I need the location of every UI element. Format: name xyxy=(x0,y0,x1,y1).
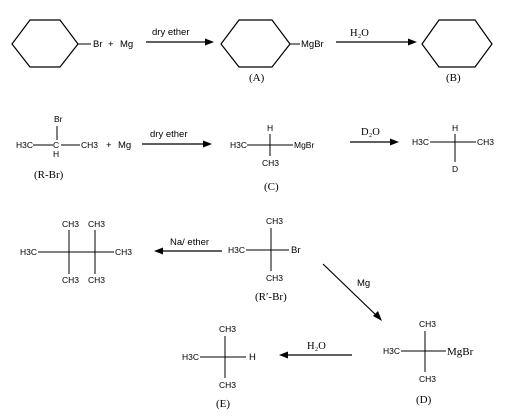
plus-sign: + xyxy=(108,39,114,50)
arrowhead-5 xyxy=(154,247,163,255)
arrow-label-d2o: D₂O xyxy=(361,127,380,138)
arrowhead-6 xyxy=(373,311,382,321)
final-h3c-label: H3C xyxy=(412,137,429,147)
dimer-h3c-label: H3C xyxy=(20,247,37,257)
c-h-label: H xyxy=(267,123,273,133)
compound-e-label: (E) xyxy=(216,398,230,410)
compound-b-label: (B) xyxy=(446,72,461,84)
e-ch3-bottom: CH3 xyxy=(219,380,236,390)
dimer-ch3-top-right: CH3 xyxy=(88,219,105,229)
arrow-label-dry-ether-1: dry ether xyxy=(152,27,190,38)
r-br-br-label: Br xyxy=(54,114,63,124)
dimer-ch3-right: CH3 xyxy=(115,247,132,257)
r-br-c-label: C xyxy=(53,140,59,150)
c-ch3-label: CH3 xyxy=(262,158,279,168)
reaction-3: CH3 CH3 H3C CH3 CH3 CH3 Na/ ether CH3 H3… xyxy=(20,216,474,410)
cyclohexane-ring-reactant xyxy=(11,19,79,68)
arrow-label-h2o-2: H₂O xyxy=(307,341,326,352)
dimer-ch3-bottom-right: CH3 xyxy=(88,275,105,285)
mg-reagent-label-2: Mg xyxy=(118,140,131,151)
arrowhead-3 xyxy=(203,140,212,148)
compound-r-prime-br-label: (R′-Br) xyxy=(255,291,287,303)
reaction-arrow-6 xyxy=(322,263,379,318)
e-ch3-top: CH3 xyxy=(219,324,236,334)
rbr-h3c-label: H3C xyxy=(228,245,245,255)
reaction-2: Br H3C C H CH3 + Mg (R-Br) dry ether H3C… xyxy=(16,114,494,193)
dimer-ch3-top-left: CH3 xyxy=(62,219,79,229)
arrow-label-dry-ether-2: dry ether xyxy=(150,129,188,140)
cyclohexane-ring-product xyxy=(421,19,493,68)
rbr-br-label: Br xyxy=(291,245,301,256)
final-d-label: D xyxy=(452,164,458,174)
compound-r-br-label: (R-Br) xyxy=(34,169,64,181)
e-h-label: H xyxy=(249,352,256,363)
final-ch3-label: CH3 xyxy=(477,137,494,147)
arrow-label-na-ether: Na/ ether xyxy=(170,237,209,248)
compound-d-label: (D) xyxy=(416,394,432,406)
r-br-ch3-label: CH3 xyxy=(81,140,98,150)
cyclohexane-ring-grignard xyxy=(220,19,291,68)
dimer-ch3-bottom-left: CH3 xyxy=(62,275,79,285)
arrowhead-4 xyxy=(390,138,399,146)
compound-c-label: (C) xyxy=(264,181,279,193)
d-ch3-top: CH3 xyxy=(419,319,436,329)
d-ch3-bottom: CH3 xyxy=(419,374,436,384)
arrow-label-h2o-1: H₂O xyxy=(350,28,369,39)
r-br-h3c-label: H3C xyxy=(16,140,33,150)
mg-reagent-label: Mg xyxy=(120,39,133,50)
compound-a-label: (A) xyxy=(249,72,265,84)
arrowhead-7 xyxy=(279,351,288,359)
c-h3c-label: H3C xyxy=(230,140,247,150)
arrowhead-2 xyxy=(408,38,417,46)
final-h-label: H xyxy=(452,123,458,133)
e-h3c-label: H3C xyxy=(182,352,199,362)
reaction-1: Br + Mg dry ether MgBr (A) H₂O (B) xyxy=(11,19,493,84)
arrow-label-mg: Mg xyxy=(357,278,370,289)
rbr-ch3-bottom: CH3 xyxy=(266,273,283,283)
arrowhead-1 xyxy=(205,38,214,46)
reactant-br-label: Br xyxy=(93,39,103,50)
c-mgbr-label: MgBr xyxy=(294,140,314,150)
plus-sign-2: + xyxy=(106,140,112,151)
r-br-h-label: H xyxy=(53,149,59,159)
d-h3c-label: H3C xyxy=(383,346,400,356)
rbr-ch3-top: CH3 xyxy=(266,216,283,226)
d-mgbr-label: MgBr xyxy=(447,346,474,358)
product-a-mgbr-label: MgBr xyxy=(301,39,324,50)
